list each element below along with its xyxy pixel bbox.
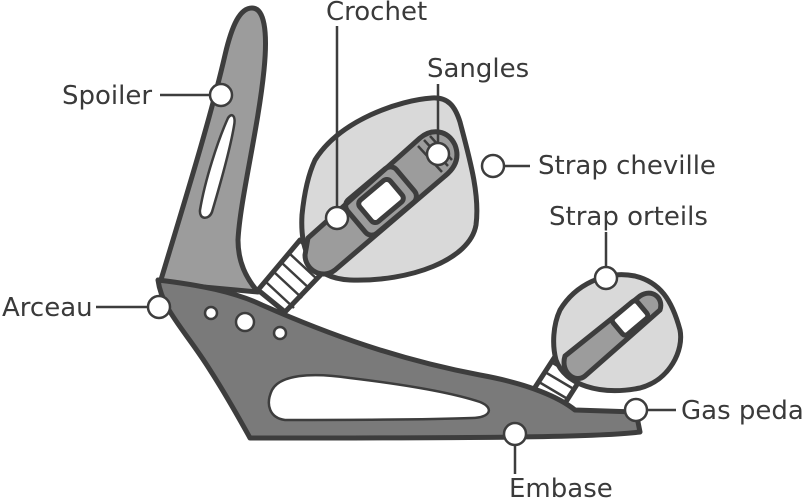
dot-strap-orteils xyxy=(593,265,619,291)
baseplate-hole-2 xyxy=(234,311,256,333)
label-spoiler: Spoiler xyxy=(62,81,152,111)
dot-sangles xyxy=(425,141,451,167)
dot-embase xyxy=(502,421,528,447)
label-strap-cheville: Strap cheville xyxy=(538,151,716,181)
baseplate-cutout xyxy=(267,373,491,422)
label-crochet: Crochet xyxy=(326,0,427,27)
label-sangles: Sangles xyxy=(427,54,529,84)
label-embase: Embase xyxy=(509,474,613,501)
baseplate-hole-1 xyxy=(203,305,219,321)
label-strap-orteils: Strap orteils xyxy=(549,202,708,232)
toe-strap xyxy=(551,272,684,394)
label-arceau: Arceau xyxy=(2,293,93,323)
label-gas-pedal: Gas pedal xyxy=(681,396,804,426)
dot-gas-pedal xyxy=(623,397,649,423)
dot-spoiler xyxy=(208,82,234,108)
highback-cutout xyxy=(198,114,236,219)
dot-crochet xyxy=(324,205,350,231)
highback xyxy=(157,5,268,295)
dot-arceau xyxy=(146,294,172,320)
baseplate-hole-3 xyxy=(272,325,288,341)
ankle-strap xyxy=(299,95,480,283)
dot-strap-cheville xyxy=(480,153,506,179)
